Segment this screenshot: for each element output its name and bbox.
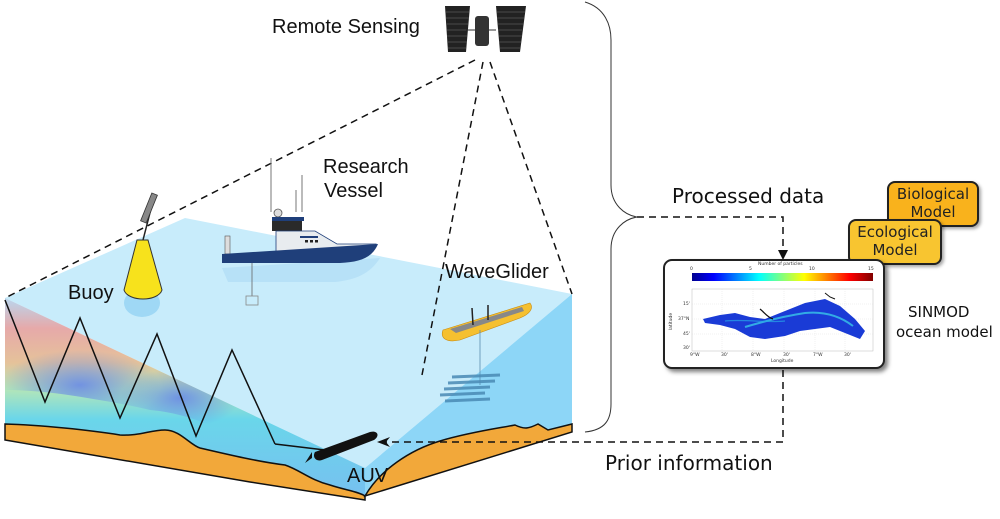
colorbar-title: Number of particles [758,262,803,267]
prior-information-arrow [386,370,784,443]
buoy-label: Buoy [68,282,114,304]
sinmod-inset-plot: Number of particles 0 5 10 15 9°W 30' 8°… [663,259,885,369]
waveglider-label: WaveGlider [445,261,549,283]
processed-data-arrowhead [778,250,788,260]
x-tick-3: 30' [783,353,790,358]
y-tick-1: 37°N [678,317,690,322]
x-tick-1: 30' [721,353,728,358]
x-tick-4: 7°W [813,353,823,358]
seabed-front [4,423,366,501]
sensing-cone [4,59,573,376]
x-tick-0: 9°W [690,353,700,358]
x-axis-label: Longitude [771,359,794,364]
research-vessel-label-line2: Vessel [324,180,383,202]
y-tick-0: 15' [683,302,690,307]
auv-icon [274,431,378,463]
ecological-model-line2: Model [872,241,918,259]
sinmod-label-line1: SINMOD [908,303,970,321]
biological-model-line1: Biological [896,185,970,203]
remote-sensing-label: Remote Sensing [272,16,420,38]
ecological-model-line1: Ecological [857,223,933,241]
buoy-icon [123,192,163,317]
inset-plot-graphics [691,273,874,352]
research-vessel-icon [222,158,380,306]
particle-distribution [703,299,865,339]
sinmod-label-line2: ocean model [896,323,993,341]
x-tick-5: 30' [844,353,851,358]
processed-data-label: Processed data [672,184,825,208]
seabed-side [363,423,573,498]
processed-data-arrow [637,216,784,253]
colorbar [692,273,873,281]
x-tick-2: 8°W [751,353,761,358]
y-tick-3: 30' [683,346,690,351]
y-tick-2: 45' [683,332,690,337]
biological-model-line2: Model [910,203,956,221]
prior-information-arrowhead [377,437,390,447]
satellite-icon [445,6,526,52]
y-axis-label: latitude [669,312,675,331]
research-vessel-label-line1: Research [323,156,409,178]
colorbar-tick-1: 5 [749,267,752,272]
biological-model-box: Biological Model [887,181,979,227]
ecological-model-box: Ecological Model [848,219,942,265]
prior-information-label: Prior information [605,451,773,475]
colorbar-tick-0: 0 [690,267,693,272]
bracket [584,1,638,433]
auv-label: AUV [347,465,389,487]
colorbar-tick-2: 10 [809,267,815,272]
waveglider-icon [439,302,532,403]
plot-frame [691,288,874,352]
auv-path [4,299,276,445]
colorbar-tick-3: 15 [868,267,874,272]
